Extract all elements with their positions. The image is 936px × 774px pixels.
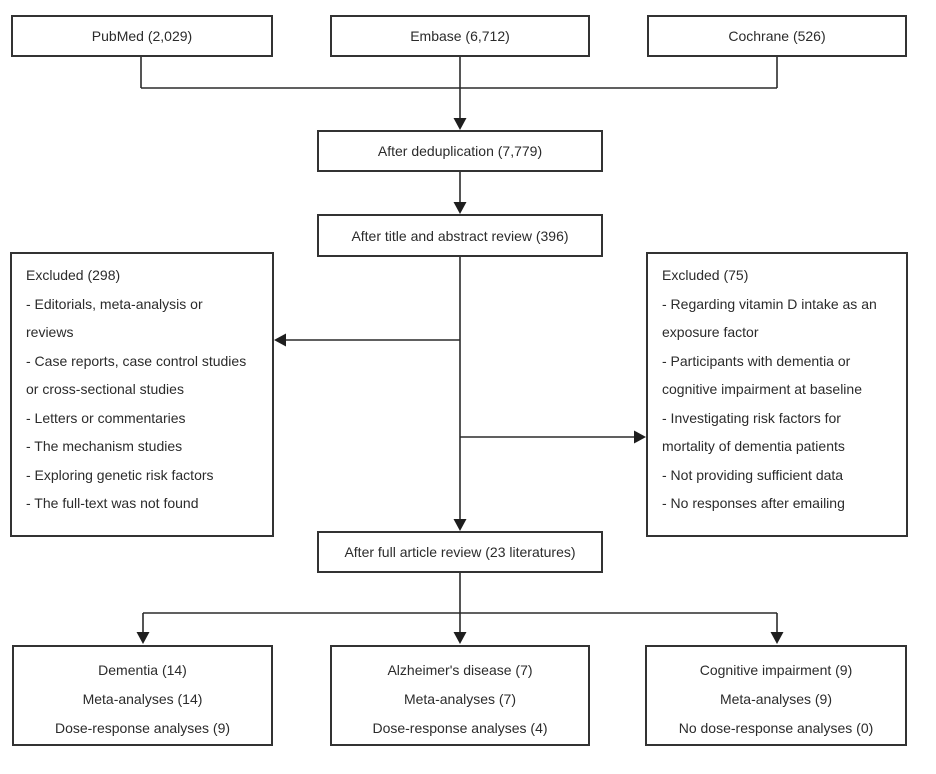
excluded-298-item: or cross-sectional studies bbox=[26, 381, 184, 397]
deduplication-box: After deduplication (7,779) bbox=[317, 130, 603, 172]
excluded-298-item: - Editorials, meta-analysis or bbox=[26, 295, 203, 312]
cognitive-impairment-outcome-line: Cognitive impairment (9) bbox=[699, 662, 853, 678]
dementia-outcome-box: Dementia (14) Meta-analyses (14) Dose-re… bbox=[12, 645, 273, 746]
excluded-298-item: - Case reports, case control studies bbox=[26, 352, 247, 369]
cognitive-impairment-outcome-box: Cognitive impairment (9) Meta-analyses (… bbox=[645, 645, 907, 746]
excluded-298-box: Excluded (298) - Editorials, meta-analys… bbox=[10, 252, 274, 537]
pubmed-box: PubMed (2,029) bbox=[11, 15, 273, 57]
excluded-298-item: - The full-text was not found bbox=[26, 495, 199, 511]
excluded-298-title: Excluded (298) bbox=[26, 267, 121, 283]
excluded-298-item: - Letters or commentaries bbox=[26, 409, 186, 426]
alzheimers-outcome-box: Alzheimer's disease (7) Meta-analyses (7… bbox=[330, 645, 590, 746]
full-article-review-box: After full article review (23 literature… bbox=[317, 531, 603, 573]
title-abstract-review-box: After title and abstract review (396) bbox=[317, 214, 603, 257]
excluded-75-item: - Participants with dementia or bbox=[662, 352, 851, 369]
excluded-298-item: - The mechanism studies bbox=[26, 438, 183, 454]
cognitive-impairment-outcome-line: No dose-response analyses (0) bbox=[678, 720, 874, 736]
dementia-outcome-line: Dementia (14) bbox=[98, 662, 187, 678]
pubmed-label: PubMed (2,029) bbox=[91, 28, 193, 44]
deduplication-label: After deduplication (7,779) bbox=[377, 143, 543, 159]
cognitive-impairment-outcome-line: Meta-analyses (9) bbox=[719, 691, 833, 707]
excluded-75-box: Excluded (75) - Regarding vitamin D inta… bbox=[646, 252, 908, 537]
embase-box: Embase (6,712) bbox=[330, 15, 590, 57]
full-article-review-label: After full article review (23 literature… bbox=[344, 544, 576, 560]
alzheimers-outcome-line: Meta-analyses (7) bbox=[403, 691, 517, 707]
excluded-75-item: - Regarding vitamin D intake as an bbox=[662, 295, 877, 312]
embase-label: Embase (6,712) bbox=[410, 28, 510, 44]
excluded-75-item: mortality of dementia patients bbox=[662, 438, 845, 454]
excluded-75-title: Excluded (75) bbox=[662, 267, 749, 283]
excluded-75-item: - Not providing sufficient data bbox=[662, 466, 844, 483]
excluded-298-item: - Exploring genetic risk factors bbox=[26, 466, 214, 483]
alzheimers-outcome-line: Alzheimer's disease (7) bbox=[387, 662, 533, 678]
cochrane-label: Cochrane (526) bbox=[728, 28, 826, 44]
excluded-75-item: - No responses after emailing bbox=[662, 495, 845, 511]
alzheimers-outcome-line: Dose-response analyses (4) bbox=[372, 720, 548, 736]
title-abstract-review-label: After title and abstract review (396) bbox=[351, 227, 569, 244]
excluded-75-item: cognitive impairment at baseline bbox=[662, 381, 862, 397]
dementia-outcome-line: Meta-analyses (14) bbox=[82, 691, 203, 707]
excluded-75-item: - Investigating risk factors for bbox=[662, 409, 841, 426]
excluded-298-item: reviews bbox=[26, 324, 74, 340]
cochrane-box: Cochrane (526) bbox=[647, 15, 907, 57]
dementia-outcome-line: Dose-response analyses (9) bbox=[54, 720, 231, 736]
excluded-75-item: exposure factor bbox=[662, 324, 759, 340]
